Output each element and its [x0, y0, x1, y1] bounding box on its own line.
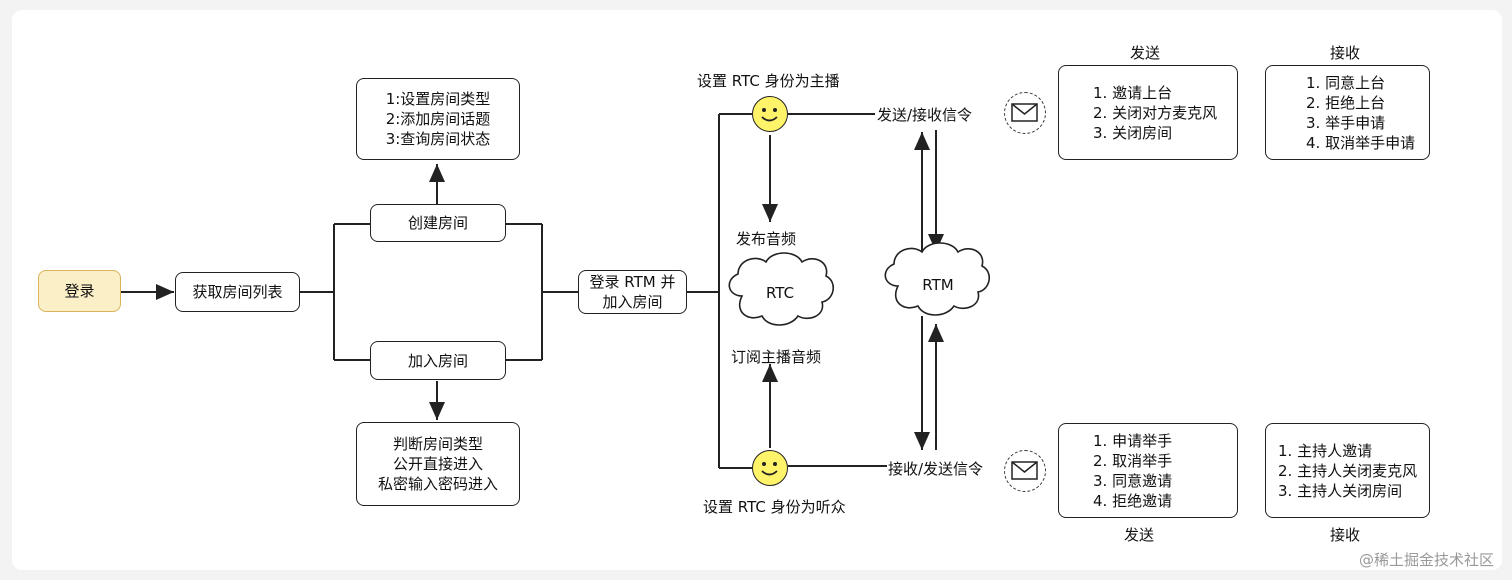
host-signal-label: 发送/接收信令	[877, 106, 973, 124]
host-recv-item: 1. 同意上台	[1306, 73, 1386, 92]
create-option: 1:设置房间类型	[385, 90, 491, 108]
audience-signal-label: 接收/发送信令	[888, 460, 984, 478]
audience-smiley-icon	[752, 450, 788, 486]
audience-role-label: 设置 RTC 身份为听众	[703, 498, 846, 516]
audience-recv-box: 1. 主持人邀请 2. 主持人关闭麦克风 3. 主持人关闭房间	[1265, 423, 1430, 518]
host-send-box: 1. 邀请上台 2. 关闭对方麦克风 3. 关闭房间	[1058, 65, 1238, 160]
host-recv-title: 接收	[1330, 44, 1361, 62]
rtc-cloud	[728, 252, 834, 326]
host-recv-item: 2. 拒绝上台	[1306, 93, 1386, 112]
room-list-node: 获取房间列表	[175, 272, 300, 312]
host-smiley-icon	[752, 96, 788, 132]
audience-recv-item: 2. 主持人关闭麦克风	[1278, 461, 1418, 480]
host-send-item: 3. 关闭房间	[1093, 123, 1173, 142]
create-room-label: 创建房间	[407, 214, 468, 232]
audience-recv-item: 3. 主持人关闭房间	[1278, 481, 1403, 500]
host-recv-item: 3. 举手申请	[1306, 113, 1386, 132]
join-options-node: 判断房间类型 公开直接进入 私密输入密码进入	[356, 422, 520, 506]
audience-mail-icon	[1004, 450, 1046, 492]
join-room-node: 加入房间	[370, 341, 506, 380]
login-rtm-line: 加入房间	[602, 293, 663, 311]
join-option: 公开直接进入	[392, 455, 483, 473]
rtm-cloud-label: RTM	[922, 276, 954, 294]
audience-recv-item: 1. 主持人邀请	[1278, 441, 1373, 460]
create-option: 3:查询房间状态	[385, 130, 491, 148]
rtm-cloud	[884, 242, 990, 316]
audience-send-item: 1. 申请举手	[1093, 431, 1173, 450]
host-send-item: 1. 邀请上台	[1093, 83, 1173, 102]
join-option: 判断房间类型	[392, 435, 483, 453]
watermark: @稀土掘金技术社区	[1358, 551, 1494, 569]
login-rtm-node: 登录 RTM 并 加入房间	[578, 270, 687, 314]
host-send-title: 发送	[1130, 44, 1161, 62]
host-recv-item: 4. 取消举手申请	[1306, 133, 1416, 152]
publish-audio-label: 发布音频	[736, 230, 797, 248]
create-room-node: 创建房间	[370, 204, 506, 242]
login-label: 登录	[64, 282, 95, 300]
join-option: 私密输入密码进入	[377, 475, 498, 493]
rtc-cloud-label: RTC	[765, 284, 795, 302]
audience-send-title: 发送	[1124, 526, 1155, 544]
audience-send-item: 3. 同意邀请	[1093, 471, 1173, 490]
login-node: 登录	[38, 270, 121, 312]
host-send-item: 2. 关闭对方麦克风	[1093, 103, 1218, 122]
host-mail-icon	[1004, 92, 1046, 134]
audience-send-box: 1. 申请举手 2. 取消举手 3. 同意邀请 4. 拒绝邀请	[1058, 423, 1238, 518]
create-options-node: 1:设置房间类型 2:添加房间话题 3:查询房间状态	[356, 78, 520, 160]
host-role-label: 设置 RTC 身份为主播	[697, 72, 840, 90]
audience-send-item: 4. 拒绝邀请	[1093, 491, 1173, 510]
login-rtm-line: 登录 RTM 并	[589, 273, 676, 291]
create-option: 2:添加房间话题	[385, 110, 491, 128]
room-list-label: 获取房间列表	[192, 283, 283, 301]
subscribe-audio-label: 订阅主播音频	[731, 348, 822, 366]
join-room-label: 加入房间	[407, 351, 468, 370]
audience-recv-title: 接收	[1330, 526, 1361, 544]
audience-send-item: 2. 取消举手	[1093, 451, 1173, 470]
host-recv-box: 1. 同意上台 2. 拒绝上台 3. 举手申请 4. 取消举手申请	[1265, 65, 1430, 160]
